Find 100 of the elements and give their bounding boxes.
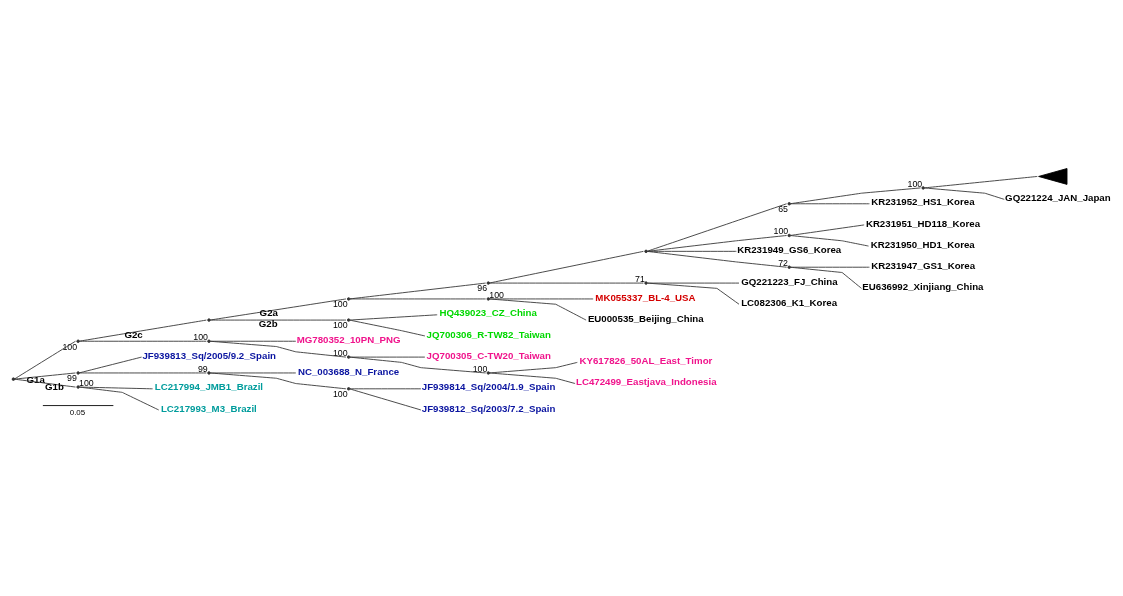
connector bbox=[209, 319, 347, 321]
node-text: LC472499_Eastjava_Indonesia bbox=[575, 375, 717, 387]
node-label: 65 bbox=[778, 203, 789, 214]
node-point bbox=[346, 317, 351, 322]
connector bbox=[790, 202, 870, 204]
connector bbox=[489, 372, 576, 384]
node-label: 71 bbox=[635, 273, 645, 284]
node-text: EU000535_Beijing_China bbox=[587, 312, 704, 324]
node-text: KR231951_HD118_Korea bbox=[865, 217, 981, 229]
node-point bbox=[787, 233, 791, 237]
node-label: 99 bbox=[67, 372, 77, 383]
node-point bbox=[921, 185, 925, 190]
node-text: LC217994_JMB1_Brazil bbox=[154, 380, 264, 392]
connector bbox=[209, 372, 347, 389]
connector bbox=[349, 388, 422, 410]
edge-label: G2a bbox=[259, 306, 278, 318]
node-label: 100 bbox=[79, 377, 94, 388]
node-triangle bbox=[1038, 167, 1068, 185]
edge-label: G1a bbox=[26, 373, 45, 385]
node-label: 100 bbox=[193, 331, 208, 342]
node-label: 99 bbox=[197, 363, 208, 374]
connector bbox=[924, 175, 1038, 188]
connector bbox=[647, 250, 788, 268]
node-text: GQ221223_FJ_China bbox=[741, 275, 838, 287]
connector bbox=[79, 386, 160, 410]
node-point bbox=[346, 296, 351, 301]
node-point bbox=[644, 249, 648, 253]
node-point bbox=[207, 317, 211, 322]
node-text: HQ439023_CZ_China bbox=[439, 306, 537, 318]
node-text: JF939814_Sq/2004/1.9_Spain bbox=[421, 380, 556, 392]
node-point bbox=[346, 386, 351, 391]
node-label: 72 bbox=[778, 257, 789, 268]
connector bbox=[489, 361, 578, 373]
connector bbox=[349, 356, 487, 373]
connector bbox=[79, 386, 153, 389]
connector bbox=[209, 340, 347, 358]
node-text: KR231952_HS1_Korea bbox=[871, 195, 975, 207]
connector bbox=[349, 356, 426, 358]
connector bbox=[489, 298, 587, 321]
node-text: KR231950_HD1_Korea bbox=[870, 238, 975, 250]
connector bbox=[14, 340, 76, 379]
node-point bbox=[76, 339, 80, 343]
connector bbox=[209, 340, 297, 342]
connector bbox=[646, 202, 788, 252]
node-text: KR231949_GS6_Korea bbox=[737, 243, 842, 255]
connector bbox=[78, 356, 142, 373]
connector bbox=[209, 372, 297, 373]
node-label: 100 bbox=[332, 319, 348, 330]
node-point bbox=[76, 384, 80, 389]
node-text: MK055337_BL-4_USA bbox=[595, 291, 696, 303]
connector bbox=[790, 266, 862, 289]
node-text: EU636992_Xinjiang_China bbox=[862, 280, 984, 292]
node-text: LC217993_M3_Brazil bbox=[160, 402, 257, 414]
node-point bbox=[486, 280, 490, 285]
connector bbox=[790, 186, 921, 204]
node-text: KY617826_50AL_East_Timor bbox=[579, 354, 713, 366]
node-point bbox=[787, 201, 791, 205]
node-label: 100 bbox=[332, 298, 348, 309]
node-text: JF939813_Sq/2005/9.2_Spain bbox=[142, 349, 277, 361]
connector bbox=[79, 340, 207, 342]
node-label: 100 bbox=[489, 289, 504, 300]
connector bbox=[349, 313, 438, 320]
node-text: NC_003688_N_France bbox=[297, 365, 400, 377]
node-label: 100 bbox=[332, 388, 348, 399]
node-point bbox=[76, 370, 80, 375]
node-point bbox=[486, 296, 490, 301]
node-text: MG780352_10PN_PNG bbox=[296, 333, 401, 345]
node-text: LC082306_K1_Korea bbox=[741, 296, 838, 308]
connector bbox=[14, 378, 76, 387]
connector bbox=[349, 319, 426, 336]
edge-label: G2c bbox=[124, 328, 143, 340]
node-point bbox=[346, 354, 351, 359]
node-point bbox=[207, 339, 211, 343]
node-label: 100 bbox=[62, 341, 78, 352]
connector bbox=[209, 298, 347, 320]
connector bbox=[14, 372, 76, 380]
connector bbox=[489, 298, 594, 299]
label: 0.05 bbox=[69, 407, 86, 417]
connector bbox=[647, 234, 788, 252]
node-text: GQ221224_JAN_Japan bbox=[1005, 191, 1111, 203]
connector bbox=[647, 282, 740, 283]
node-label: 96 bbox=[477, 282, 488, 293]
node-text: JF939812_Sq/2003/7.2_Spain bbox=[421, 402, 556, 414]
node-label: 100 bbox=[472, 363, 488, 374]
connector bbox=[349, 298, 487, 299]
connector bbox=[489, 282, 644, 283]
connector bbox=[924, 187, 1005, 200]
node-point bbox=[787, 265, 791, 269]
node-point bbox=[207, 370, 211, 375]
connector bbox=[790, 224, 865, 236]
node-label: 100 bbox=[332, 347, 348, 358]
node-text: JQ700306_R-TW82_Taiwan bbox=[426, 328, 551, 340]
connector bbox=[489, 250, 644, 283]
node-label: 100 bbox=[773, 225, 789, 236]
node-label: 100 bbox=[907, 178, 923, 189]
node-point bbox=[644, 280, 648, 285]
connector bbox=[79, 319, 207, 342]
connector bbox=[790, 234, 869, 246]
edge-label: G2b bbox=[258, 317, 278, 329]
connector bbox=[79, 372, 207, 373]
